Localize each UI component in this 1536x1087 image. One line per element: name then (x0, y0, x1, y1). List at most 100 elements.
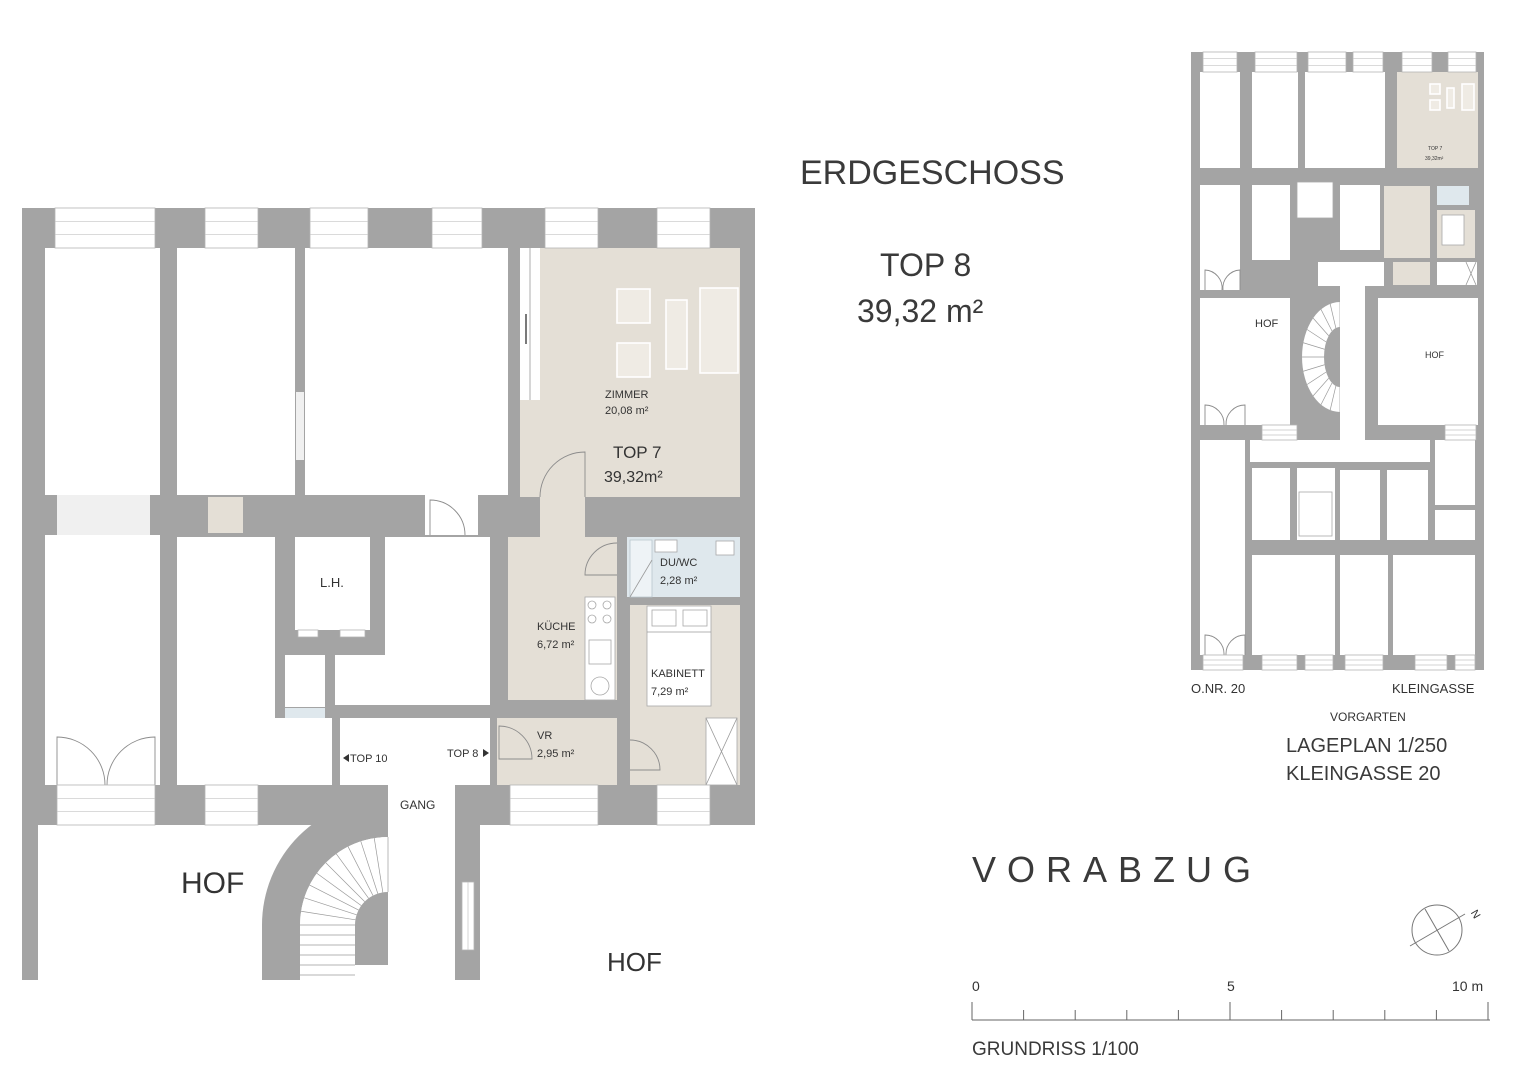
staircase-steps (300, 837, 389, 976)
site-armchair (1429, 99, 1441, 111)
site-stair-step (1329, 303, 1337, 329)
site-top7-bath (1437, 186, 1469, 205)
vr-area: 2,95 m² (537, 748, 575, 760)
zimmer-passage (540, 497, 585, 537)
door-opening-west-3 (425, 495, 478, 535)
floor-title: ERDGESCHOSS (800, 154, 1065, 192)
site-light-well (1296, 181, 1334, 219)
pillow-right (682, 609, 708, 627)
gang-passage (388, 785, 455, 980)
gang-label: GANG (400, 798, 435, 812)
double-door-right-leaf (106, 736, 156, 786)
draft-stamp: VORABZUG (972, 849, 1262, 890)
site-stair-step (1312, 317, 1329, 337)
entrance-marker-top8 (483, 749, 489, 757)
site-courtyard-right-label: HOF (1425, 350, 1445, 360)
site-room (1200, 440, 1245, 655)
staircase-newel (355, 892, 388, 965)
scale-ticks (971, 1002, 1489, 1020)
site-door (1225, 634, 1246, 656)
hob-ring-1 (587, 600, 597, 610)
stair-step (373, 838, 384, 893)
site-door (1204, 269, 1223, 291)
kueche-label: KÜCHE (537, 621, 576, 633)
scale-label-10: 10 m (1452, 978, 1483, 994)
site-stair-step (1320, 309, 1333, 332)
site-plan-address: KLEINGASSE 20 (1286, 763, 1441, 785)
site-window (1254, 51, 1298, 73)
site-x-mark (1465, 261, 1477, 286)
site-left-wall (1191, 298, 1200, 425)
neighbour-label: O.NR. 20 (1191, 681, 1245, 696)
street-label: KLEINGASSE (1392, 681, 1475, 696)
courtyard-right-label: HOF (607, 947, 662, 977)
scale-bar: 0 5 10 m GRUNDRISS 1/100 (971, 978, 1490, 1060)
shower-tray (629, 539, 653, 598)
entrance-top10-label: TOP 10 (350, 753, 388, 765)
site-sofa (1461, 83, 1475, 111)
toilet (715, 540, 735, 556)
stair-step (347, 846, 374, 896)
kabinett-door (629, 739, 661, 771)
site-top7-vr (1393, 262, 1430, 285)
kueche-area: 6,72 m² (537, 639, 575, 651)
site-room (1340, 555, 1388, 655)
window (431, 207, 483, 249)
storage-box (285, 655, 325, 707)
shower-diagonal (629, 559, 653, 598)
light-well-lh (295, 537, 370, 630)
north-label: N (1468, 908, 1482, 921)
site-window (1344, 654, 1384, 671)
north-arrow: N (1409, 904, 1482, 956)
stair-step (301, 910, 356, 921)
site-room (1200, 185, 1240, 290)
window (56, 784, 156, 826)
du-wc-label: DU/WC (660, 557, 697, 569)
site-room (1252, 72, 1298, 168)
room-vr (497, 718, 617, 785)
window (509, 784, 599, 826)
room-south-2 (177, 537, 275, 785)
pillow-left (651, 609, 677, 627)
site-window (1401, 51, 1433, 73)
site-window (1454, 654, 1476, 671)
hob-ring-2 (602, 600, 612, 610)
north-arrow-circle (1411, 904, 1463, 956)
site-window (1444, 424, 1477, 441)
site-stair-step (1329, 385, 1337, 411)
vr-label: VR (537, 730, 552, 742)
du-wc-area: 2,28 m² (660, 575, 698, 587)
stair-step (335, 853, 369, 899)
site-plan: TOP 7 39,32m² HOF HOF O.NR. 20 KLEINGASS… (1191, 51, 1484, 785)
room-south-3 (385, 537, 490, 705)
site-room (1200, 72, 1240, 168)
site-room (1393, 555, 1475, 655)
window (54, 207, 156, 249)
site-room (1252, 555, 1335, 655)
kitchen-round-sink (590, 676, 610, 696)
site-unit-area: 39,32m² (1425, 156, 1444, 162)
armchair-2 (616, 342, 651, 378)
zimmer-door (539, 451, 586, 498)
site-top7-bed (1441, 214, 1465, 246)
scale-label-0: 0 (972, 978, 980, 994)
lh-window-1 (297, 629, 319, 638)
site-stair-step (1306, 371, 1327, 385)
kueche-door (584, 542, 618, 576)
entrance-top8-label: TOP 8 (447, 748, 478, 760)
staircase-steps-area (300, 837, 388, 980)
courtyard-left-label: HOF (181, 867, 244, 900)
front-garden-label: VORGARTEN (1330, 710, 1406, 724)
site-room (1340, 470, 1380, 540)
apartment-top7-area: 39,32m² (604, 469, 663, 486)
site-top7-kueche (1384, 186, 1430, 258)
site-window (1261, 654, 1298, 671)
site-room (1305, 72, 1385, 168)
scale-label-5: 5 (1227, 978, 1235, 994)
window (309, 207, 369, 249)
site-plan-title: LAGEPLAN 1/250 (1286, 735, 1447, 757)
room-south-west (45, 535, 160, 785)
room-west-3 (305, 248, 508, 495)
washbasin (654, 539, 678, 553)
